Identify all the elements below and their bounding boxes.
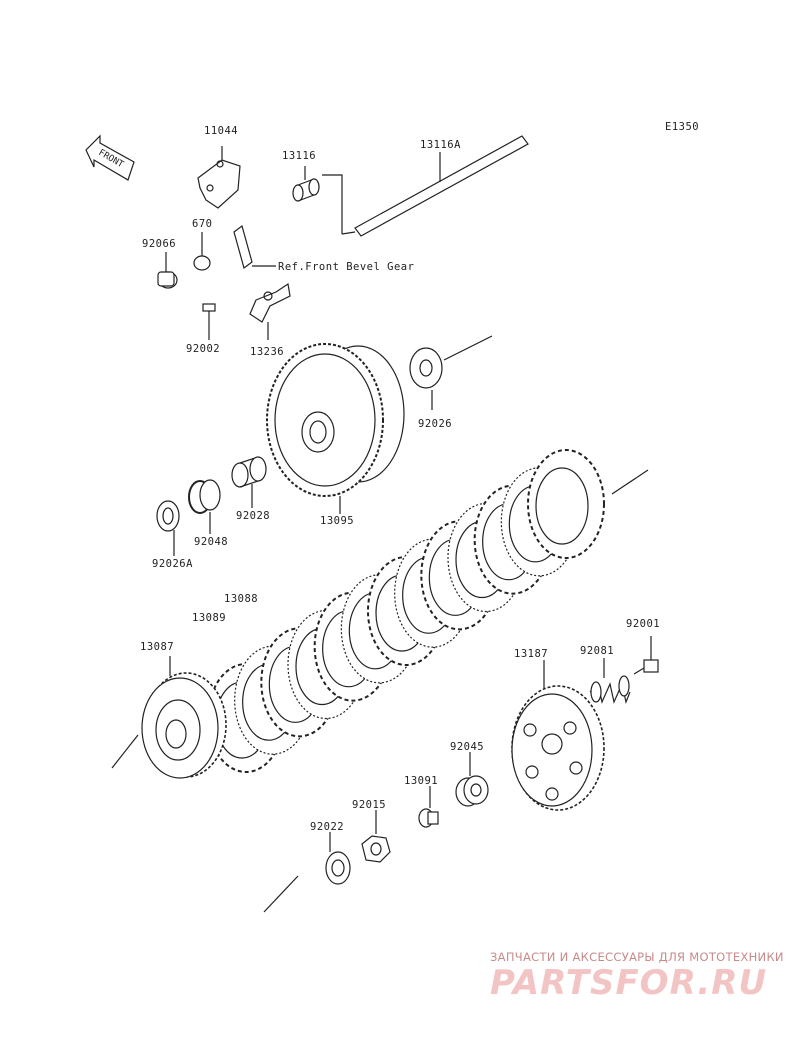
part-13095-clutch-housing [266,343,405,514]
part-13187-pressure-plate [511,660,605,811]
label-13116: 13116 [282,150,317,162]
label-92081: 92081 [580,645,615,657]
part-92002-bolt [202,303,216,340]
part-92001-bolt [633,636,659,675]
watermark-tagline: ЗАПЧАСТИ И АКСЕССУАРЫ ДЛЯ МОТОТЕХНИКИ [490,950,784,964]
label-92002: 92002 [186,343,221,355]
part-92022-washer [263,832,351,913]
part-13236-lever [249,282,291,340]
part-92015-nut [361,810,391,863]
label-92045: 92045 [450,741,485,753]
bevel-gear-pin [233,224,276,270]
label-670: 670 [192,218,213,230]
label-92026: 92026 [418,418,453,430]
part-92026A-washer [156,500,180,556]
part-92081-spring [589,658,631,705]
part-13087-clutch-hub [111,656,227,779]
label-13087: 13087 [140,641,175,653]
part-670-oring [193,232,211,271]
label-92001: 92001 [626,618,661,630]
friction-plate [527,449,605,559]
label-92048: 92048 [194,536,229,548]
label-13236: 13236 [250,346,285,358]
reference-note: Ref.Front Bevel Gear [278,261,415,273]
part-13116A-shaft [341,135,529,237]
part-92045-bearing [455,752,489,807]
part-92028-sleeve [231,456,267,508]
part-92026-washer [409,335,493,410]
clutch-plate-stack [207,449,605,773]
part-13091-pusher [418,786,439,828]
label-11044: 11044 [204,125,239,137]
label-92015: 92015 [352,799,387,811]
plate-bore [535,467,589,545]
part-13116-collar [292,166,343,234]
part-92066-plug [157,252,178,289]
label-13116A: 13116A [420,139,461,151]
guide-line-right [611,469,649,495]
label-92022: 92022 [310,821,345,833]
diagram-code: E1350 [665,121,700,133]
part-11044-cover [197,146,241,209]
label-13089: 13089 [192,612,227,624]
watermark-brand: PARTSFOR.RU [490,963,768,1003]
label-13187: 13187 [514,648,549,660]
label-92066: 92066 [142,238,177,250]
label-92026A: 92026A [152,558,193,570]
label-13095: 13095 [320,515,355,527]
front-arrow-icon: FRONT [85,134,135,181]
label-13091: 13091 [404,775,439,787]
part-92048-needle-bearing [188,479,221,534]
label-92028: 92028 [236,510,271,522]
label-13088: 13088 [224,593,259,605]
